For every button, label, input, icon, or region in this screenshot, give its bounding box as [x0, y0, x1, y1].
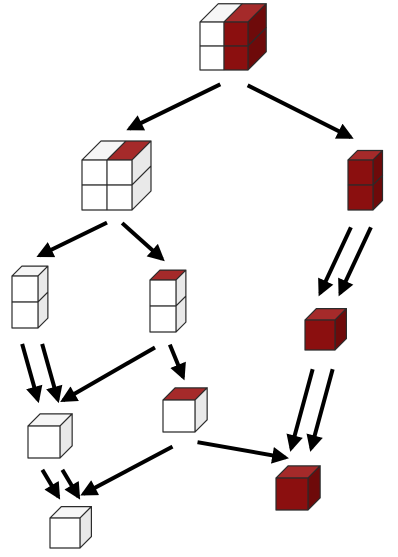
cube-front-face [11, 275, 39, 303]
arrow-cube-2x1-red-column-to-cube-1x1-red [338, 226, 373, 297]
arrow-cube-2x2x2-quarter-red-to-cube-2x1-white-red-top [120, 221, 165, 262]
arrow-cube-2x2x2-half-red-to-cube-2x2x2-quarter-red [126, 82, 222, 131]
cube-front-face [27, 425, 61, 459]
cube-1x1-white-bottom [49, 506, 93, 549]
cube-1x1-white-left [27, 413, 73, 459]
arrow-cube-2x1-white-red-top-to-cube-1x1-white-red-side [167, 343, 186, 381]
cube-front-face [304, 319, 336, 351]
arrow-cube-2x1-red-column-to-cube-1x1-red [318, 226, 353, 297]
arrow-cube-1x1-white-red-side-to-cube-1x1-red-small [197, 440, 289, 464]
cube-front-face [81, 184, 108, 211]
arrow-cube-2x1-white-red-top-to-cube-1x1-white-left [60, 345, 156, 403]
arrow-cube-1x1-red-to-cube-1x1-red-small [306, 368, 335, 452]
cube-2x1-white-column [11, 265, 49, 329]
arrow-cube-2x2x2-half-red-to-cube-2x1-red-column [246, 83, 354, 139]
cube-front-face [223, 45, 249, 71]
arrow-cube-1x1-red-to-cube-1x1-red-small [286, 368, 315, 452]
cube-front-face [275, 477, 309, 511]
cube-1x1-red [304, 308, 347, 351]
cube-front-face [149, 305, 177, 333]
cube-front-face [49, 517, 81, 549]
arrow-cube-1x1-white-left-to-cube-1x1-white-bottom [60, 468, 81, 500]
arrow-cube-2x2x2-quarter-red-to-cube-2x1-white-column [36, 220, 108, 258]
arrow-cube-2x1-white-column-to-cube-1x1-white-left [20, 343, 43, 404]
cube-front-face [81, 159, 108, 186]
cube-1x1-white-red-side [162, 387, 208, 433]
cube-front-face [347, 184, 374, 211]
cube-2x1-white-red-top [149, 269, 187, 333]
cube-front-face [106, 159, 133, 186]
cube-front-face [199, 21, 225, 47]
cube-front-face [199, 45, 225, 71]
cube-front-face [223, 21, 249, 47]
cube-1x1-red-small [275, 465, 321, 511]
cube-2x2x2-quarter-red [81, 140, 152, 211]
cube-front-face [106, 184, 133, 211]
arrows-layer [20, 82, 373, 500]
cube-front-face [11, 301, 39, 329]
cube-front-face [149, 279, 177, 307]
cube-2x2x2-half-red [199, 3, 267, 71]
cube-front-face [162, 399, 196, 433]
arrow-cube-1x1-white-left-to-cube-1x1-white-bottom [40, 468, 61, 500]
cube-2x1-red-column [347, 149, 384, 211]
cube-front-face [347, 159, 374, 186]
cubes-layer [11, 3, 384, 549]
arrow-cube-1x1-white-red-side-to-cube-1x1-white-bottom [80, 444, 174, 496]
arrow-cube-2x1-white-column-to-cube-1x1-white-left [40, 343, 63, 404]
